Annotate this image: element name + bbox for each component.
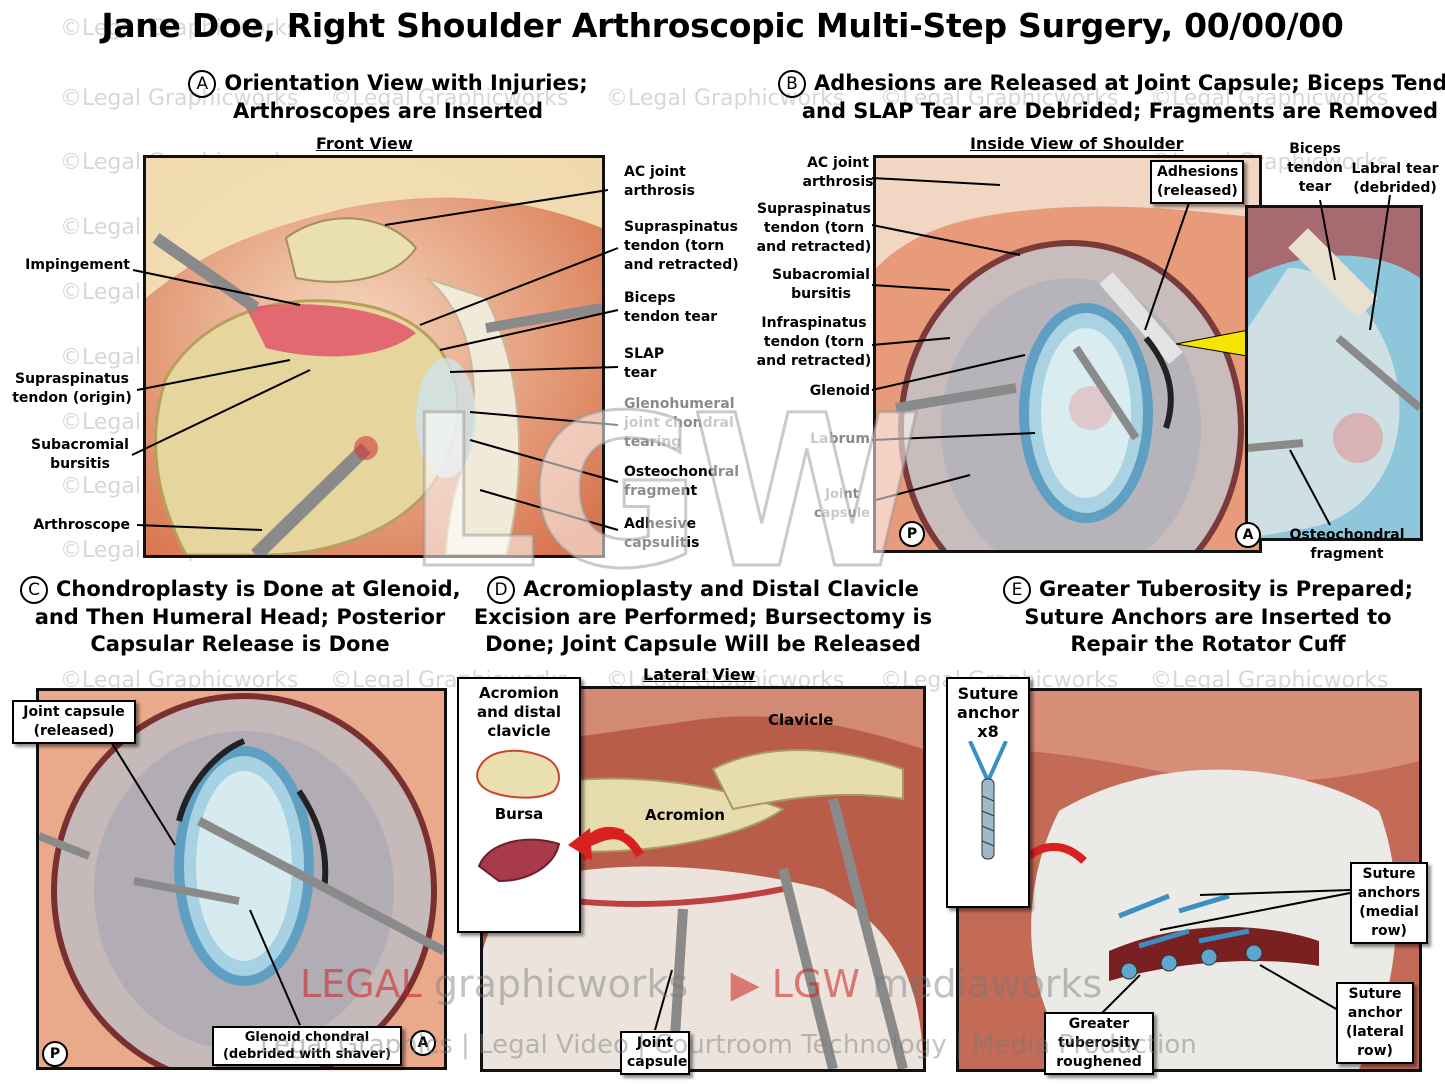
panel-b-heading-line2: and SLAP Tear are Debrided; Fragments ar… <box>801 99 1438 123</box>
panel-c-letter: C <box>20 576 48 604</box>
panel-c-heading-line2: and Then Humeral Head; Posterior <box>34 605 446 629</box>
footer-play-icon: ▶ <box>730 962 760 1006</box>
label-b-glenoid: Glenoid <box>809 383 870 399</box>
footer-brand-legal: LEGAL <box>300 962 422 1006</box>
panel-b-heading: B Adhesions are Released at Joint Capsule… <box>778 70 1445 125</box>
panel-d-removed-tissue-inset: Acromion and distal clavicle Bursa <box>457 677 581 933</box>
label-e-anchors-medial: Suture anchors (medial row) <box>1350 862 1428 944</box>
bone-fragment-icon <box>476 749 560 799</box>
panel-d-heading-line1: Acromioplasty and Distal Clavicle <box>523 577 919 601</box>
label-b-ac-joint: AC joint arthrosis <box>802 155 874 190</box>
panel-a-heading-line1: Orientation View with Injuries; <box>224 71 588 95</box>
watermark-text: ©Legal Graphicworks <box>60 86 299 111</box>
panel-b-heading-line1: Adhesions are Released at Joint Capsule;… <box>814 71 1445 95</box>
watermark-text: ©Legal Graphicworks <box>880 86 1119 111</box>
panel-b-subheading: Inside View of Shoulder <box>970 134 1184 153</box>
panel-b-posterior-marker: P <box>899 521 925 547</box>
label-d-acromion-clavicle: Acromion and distal clavicle <box>476 684 561 740</box>
panel-c-posterior-marker: P <box>42 1041 68 1067</box>
label-b-biceps-tear: Biceps tendon tear <box>1287 141 1343 195</box>
panel-e-letter: E <box>1003 576 1032 604</box>
label-biceps-tendon-tear: Biceps tendon tear <box>624 290 718 325</box>
panel-d-heading: D Acromioplasty and Distal Clavicle Excis… <box>468 576 938 658</box>
shoulder-inside-view-image <box>876 158 1259 550</box>
bursa-tissue-icon <box>477 838 561 883</box>
labrum-closeup-image <box>1248 208 1420 538</box>
label-b-labrum: Labrum <box>810 431 870 447</box>
panel-e-heading-line3: Repair the Rotator Cuff <box>1070 632 1346 656</box>
suture-anchor-icon <box>968 741 1008 860</box>
panel-d-heading-line3: Done; Joint Capsule Will be Released <box>485 632 921 656</box>
label-subacromial-bursitis: Subacromial bursitis <box>31 437 129 472</box>
label-supraspinatus-origin: Supraspinatus tendon (origin) <box>12 371 132 406</box>
label-e-greater-tuberosity: Greater tuberosity roughened <box>1044 1012 1154 1075</box>
label-c-joint-capsule: Joint capsule (released) <box>12 700 136 744</box>
label-d-clavicle: Clavicle <box>768 711 834 729</box>
panel-c-anterior-marker: A <box>410 1030 436 1056</box>
shoulder-front-view-image <box>146 158 602 555</box>
footer-brand-lgw: LGW <box>771 962 860 1006</box>
panel-b-illustration <box>873 155 1262 553</box>
label-b-osteochondral: Osteochondral fragment <box>1289 527 1405 562</box>
panel-b-anterior-marker: A <box>1235 522 1261 548</box>
glenoid-chondroplasty-image <box>39 691 444 1067</box>
label-e-anchor-lateral: Suture anchor (lateral row) <box>1336 982 1414 1064</box>
label-ac-joint-arthrosis: AC joint arthrosis <box>624 164 695 199</box>
label-osteochondral-fragment: Osteochondral fragment <box>624 464 740 499</box>
label-d-acromion: Acromion <box>645 806 725 824</box>
panel-c-heading: C Chondroplasty is Done at Glenoid, and T… <box>20 576 461 658</box>
panel-e-anchor-inset: Suture anchor x8 <box>946 677 1030 908</box>
label-d-joint-capsule: Joint capsule <box>620 1031 690 1075</box>
page-title: Jane Doe, Right Shoulder Arthroscopic Mu… <box>101 6 1344 45</box>
panel-a-illustration <box>143 155 605 558</box>
panel-a-letter: A <box>188 70 217 98</box>
panel-e-heading-line2: Suture Anchors are Inserted to <box>1024 605 1392 629</box>
watermark-text: ©Legal Graphicworks <box>60 16 299 41</box>
panel-a-heading-line2: Arthroscopes are Inserted <box>232 99 544 123</box>
center-watermark: LGW <box>404 369 925 617</box>
label-b-subacromial: Subacromial bursitis <box>772 267 870 302</box>
watermark-text: ©Legal Graphicworks <box>1150 86 1389 111</box>
label-c-glenoid-chondral: Glenoid chondral (debrided with shaver) <box>212 1026 402 1066</box>
footer-brand: LEGAL graphicworks ▶ LGW mediaworks <box>300 962 1102 1006</box>
label-impingement: Impingement <box>25 257 130 273</box>
label-b-joint-capsule: Joint capsule <box>813 487 871 521</box>
label-b-labral-tear: Labral tear (debrided) <box>1351 161 1439 196</box>
panel-d-subheading: Lateral View <box>643 665 756 684</box>
panel-c-heading-line3: Capsular Release is Done <box>90 632 390 656</box>
label-adhesive-capsulitis: Adhesive capsulitis <box>624 516 700 551</box>
panel-c-illustration <box>36 688 447 1070</box>
label-e-suture-anchor-x8: Suture anchor x8 <box>957 684 1019 741</box>
panel-a-subheading: Front View <box>316 134 413 153</box>
panel-a-heading: A Orientation View with Injuries; Arthros… <box>188 70 588 125</box>
watermark-text: ©Legal Graphicworks <box>606 86 845 111</box>
footer-brand-graphicworks: graphicworks <box>433 962 689 1006</box>
panel-c-heading-line1: Chondroplasty is Done at Glenoid, <box>56 577 461 601</box>
label-b-supraspinatus: Supraspinatus tendon (torn and retracted… <box>756 201 872 255</box>
label-d-bursa: Bursa <box>494 805 544 823</box>
panel-d-heading-line2: Excision are Performed; Bursectomy is <box>473 605 933 629</box>
label-b-adhesions: Adhesions (released) <box>1150 160 1244 204</box>
label-supraspinatus-torn: Supraspinatus tendon (torn and retracted… <box>624 219 739 273</box>
panel-d-illustration <box>480 686 926 1072</box>
label-arthroscope: Arthroscope <box>33 517 130 533</box>
panel-e-heading: E Greater Tuberosity is Prepared; Suture … <box>988 576 1428 658</box>
watermark-text: ©Legal Graphicworks <box>330 86 569 111</box>
footer-services: Legal Graphics | Legal Video | Courtroom… <box>260 1030 1197 1060</box>
label-glenohumeral-chondral: Glenohumeral joint chondral tearing <box>624 396 735 450</box>
label-slap-tear: SLAP tear <box>624 346 665 381</box>
panel-b-inset-illustration <box>1245 205 1423 541</box>
panel-d-letter: D <box>487 576 516 604</box>
panel-b-letter: B <box>778 70 806 98</box>
footer-brand-mediaworks: mediaworks <box>872 962 1103 1006</box>
panel-e-heading-line1: Greater Tuberosity is Prepared; <box>1039 577 1413 601</box>
label-b-infraspinatus: Infraspinatus tendon (torn and retracted… <box>756 315 872 369</box>
